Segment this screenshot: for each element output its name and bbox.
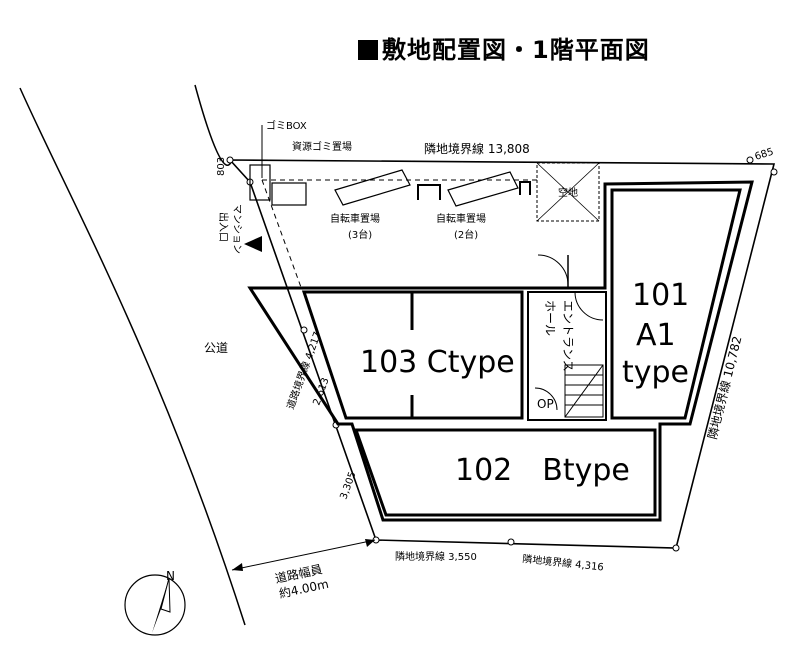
bike-slot-2 (447, 171, 519, 207)
void-area (536, 162, 600, 222)
bike-parking-1-count: (3台) (348, 228, 372, 241)
staircase (534, 364, 604, 418)
unit-103-outline (301, 290, 524, 420)
garbage-box-label: ゴミBOX (266, 119, 307, 132)
entrance-hall (527, 291, 607, 421)
void-label: 空地 (558, 186, 578, 199)
bottom-mid-dim: 隣地境界線 3,550 (395, 550, 477, 563)
mansion-entrance-label-b: 出入口 (217, 212, 230, 242)
top-left-dim: 803 (216, 157, 227, 176)
north-compass-icon (124, 574, 186, 636)
public-road-label: 公道 (204, 341, 228, 355)
drawing-title: 敷地配置図・1階平面図 (358, 30, 650, 65)
bike-parking-2-label: 自転車置場 (436, 212, 486, 225)
bike-parking-1-label: 自転車置場 (330, 212, 380, 225)
bottom-right-dim: 隣地境界線 4,316 (522, 552, 605, 573)
mansion-entrance-label-a: マンション (231, 204, 242, 254)
road-curve-right (194, 84, 233, 166)
op-label: OP (537, 397, 554, 411)
garbage-box (249, 164, 271, 201)
recycle-area (271, 182, 307, 206)
road-width-arrow (231, 539, 376, 571)
entry-arrow-icon (244, 236, 262, 252)
unit-101-type-a: A1 (636, 318, 676, 353)
recycle-label: 資源ゴミ置場 (292, 140, 352, 153)
bike-slot-1 (334, 169, 411, 206)
entrance-hall-label-b: ホール (543, 300, 557, 336)
unit-103-label: 103 Ctype (360, 345, 515, 380)
unit-102-label: 102 Btype (455, 453, 630, 488)
title-text: 敷地配置図・1階平面図 (382, 36, 650, 64)
top-right-dim: 685 (754, 146, 776, 162)
road-curve-left (19, 87, 246, 626)
unit-101-outline (610, 188, 742, 420)
building-outline (247, 180, 754, 522)
unit-101-type-b: type (622, 355, 689, 390)
left-lower-dim: 3,305 (338, 470, 358, 501)
north-label: N (166, 569, 175, 583)
bike-parking-2-count: (2台) (454, 228, 478, 241)
unit-102-outline (353, 428, 657, 517)
entrance-hall-label-a: エントランス (561, 300, 575, 372)
unit-101-number: 101 (632, 278, 689, 313)
title-square-icon (358, 40, 378, 60)
left-road-dim-2: 2,613 (311, 376, 331, 407)
top-boundary-dim: 隣地境界線 13,808 (424, 141, 530, 156)
